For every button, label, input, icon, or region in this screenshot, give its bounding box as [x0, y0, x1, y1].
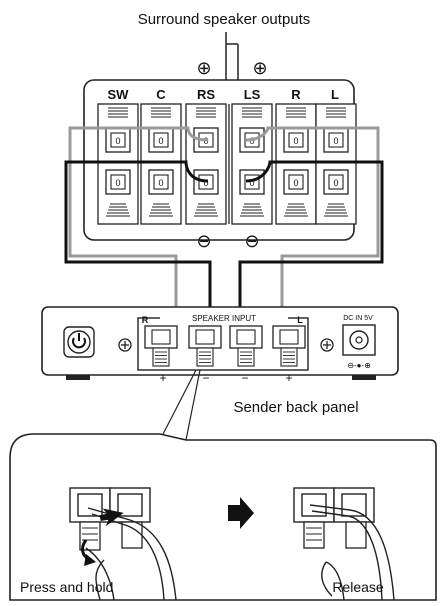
- screw-icon-right: [320, 338, 334, 352]
- arrow-right-icon: [228, 497, 254, 529]
- channel-label-sw: SW: [108, 87, 130, 102]
- polarity-mark-2: −: [202, 371, 209, 385]
- press-and-hold-illustration: [69, 487, 177, 601]
- terminal-clip[interactable]: 0: [283, 127, 309, 153]
- polarity-mark-4: +: [285, 371, 292, 385]
- sender-foot-right: [352, 375, 376, 380]
- terminal-clip[interactable]: 0: [283, 169, 309, 195]
- channel-label-r: R: [291, 87, 301, 102]
- clip-mark: 0: [115, 136, 120, 146]
- callout-leader-2: [185, 369, 201, 441]
- terminal-column-r: 00: [275, 103, 317, 225]
- gray-wire-loop: [68, 126, 380, 316]
- minus-symbol-ls: ⊖: [244, 231, 259, 251]
- dc-in-label: DC IN 5V: [343, 315, 373, 322]
- terminal-column-l: 00: [315, 103, 357, 225]
- speaker-input-terminal[interactable]: [272, 325, 306, 367]
- speaker-input-label-bg: [160, 312, 288, 323]
- plus-symbol-ls: ⊕: [252, 58, 267, 78]
- sender-back-panel-caption: Sender back panel: [233, 399, 358, 416]
- speaker-input-l-letter: L: [297, 315, 303, 325]
- insert-arrow-icon: [99, 508, 124, 527]
- black-wire-loop: [64, 160, 384, 316]
- polarity-mark-3: −: [241, 371, 248, 385]
- terminal-clip[interactable]: 0: [323, 127, 349, 153]
- channel-labels: SW C RS LS R L: [108, 87, 340, 102]
- terminal-clip[interactable]: 0: [239, 169, 265, 195]
- channel-label-c: C: [156, 87, 166, 102]
- speaker-input-r-letter: R: [142, 315, 149, 325]
- speaker-input-terminal[interactable]: [188, 325, 222, 367]
- channel-label-ls: LS: [244, 87, 261, 102]
- power-button[interactable]: [63, 326, 95, 358]
- clip-mark: 0: [158, 178, 163, 188]
- release-caption: Release: [332, 579, 384, 595]
- terminal-column-ls: 00: [231, 103, 273, 225]
- terminal-column-c: 00: [140, 103, 182, 225]
- clip-mark: 0: [158, 136, 163, 146]
- clip-mark: 0: [333, 178, 338, 188]
- speaker-input-label: SPEAKER INPUT: [192, 314, 256, 323]
- speaker-input-terminal[interactable]: [229, 325, 263, 367]
- callout-box: [9, 433, 437, 601]
- terminal-clip[interactable]: 0: [105, 169, 131, 195]
- press-and-hold-caption: Press and hold: [20, 579, 113, 595]
- terminal-clip[interactable]: 0: [148, 127, 174, 153]
- clip-mark: 0: [293, 178, 298, 188]
- clip-mark: 0: [203, 178, 208, 188]
- callout-leader-1: [159, 369, 197, 441]
- surround-outputs-caption: Surround speaker outputs: [138, 11, 311, 28]
- release-illustration: [293, 487, 395, 601]
- speaker-input-terminal[interactable]: [144, 325, 178, 367]
- sender-foot-left: [66, 375, 90, 380]
- speaker-input-terminals: [144, 325, 306, 367]
- clip-mark: 0: [333, 136, 338, 146]
- channel-label-l: L: [331, 87, 339, 102]
- polarity-mark-1: +: [159, 371, 166, 385]
- screw-icon: [118, 338, 132, 352]
- terminal-clip[interactable]: 0: [105, 127, 131, 153]
- dc-in-jack[interactable]: DC IN 5V ⊖-●-⊕: [342, 315, 376, 370]
- dc-polarity-label: ⊖-●-⊕: [347, 361, 371, 370]
- minus-symbol-rs: ⊖: [196, 231, 211, 251]
- power-icon: [72, 333, 86, 349]
- terminal-clip[interactable]: 0: [148, 169, 174, 195]
- clip-mark: 0: [293, 136, 298, 146]
- clip-mark: 0: [249, 178, 254, 188]
- terminal-column-sw: 00: [97, 103, 139, 225]
- terminal-clip[interactable]: 0: [323, 169, 349, 195]
- press-arrow-icon: [81, 539, 96, 566]
- plus-symbol-rs: ⊕: [196, 58, 211, 78]
- terminal-column-rs: 00: [185, 103, 227, 225]
- channel-label-rs: RS: [197, 87, 215, 102]
- clip-mark: 0: [115, 178, 120, 188]
